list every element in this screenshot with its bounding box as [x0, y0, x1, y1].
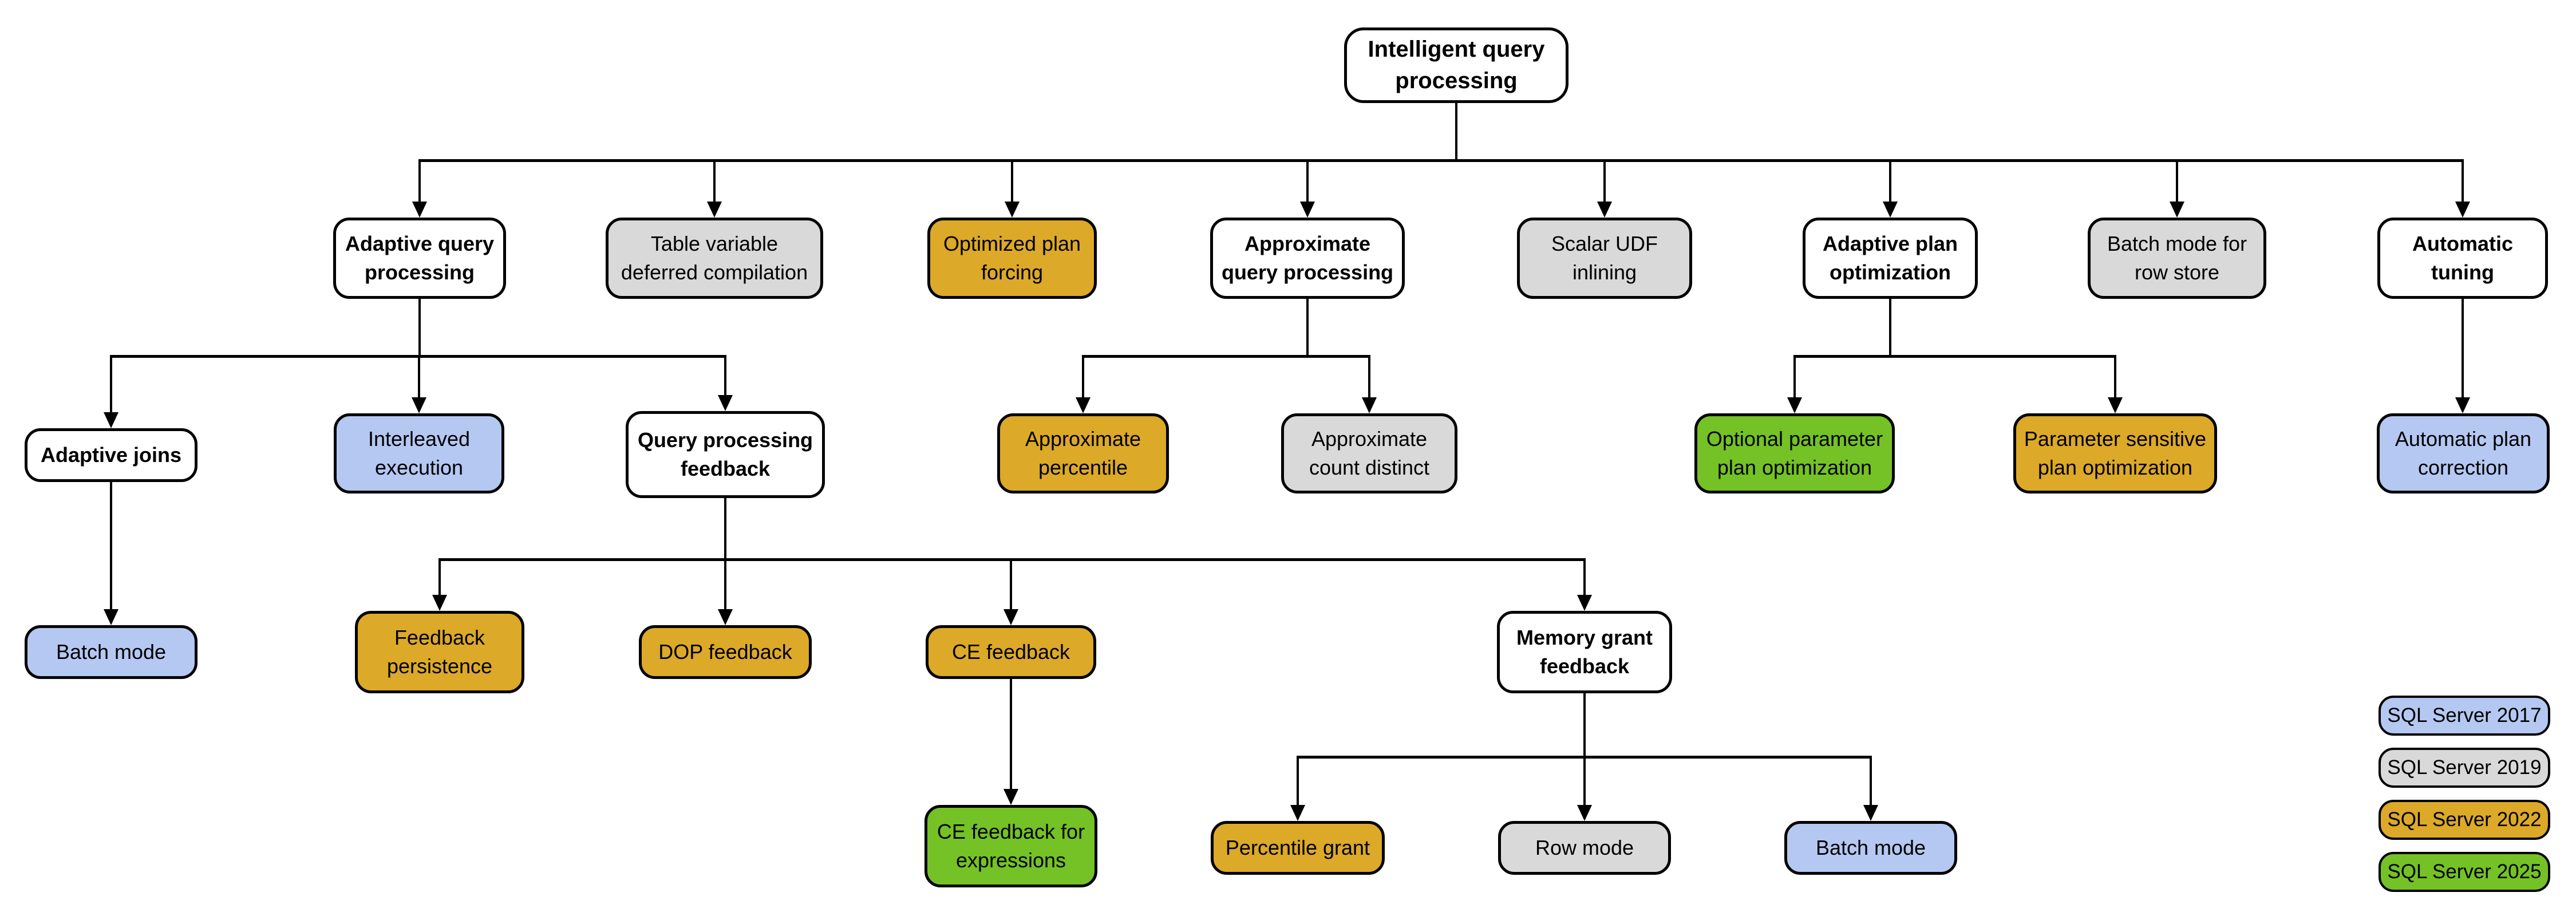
node-optimized-plan-forcing: Optimized plan forcing [927, 218, 1097, 299]
connector-riser [724, 498, 726, 558]
arrowhead-icon [1003, 609, 1018, 625]
node-batch-mode-adaptive-joins: Batch mode [25, 625, 197, 679]
connector-drop [2176, 159, 2178, 203]
connector-drop [2114, 355, 2116, 398]
node-percentile-grant: Percentile grant [1211, 821, 1385, 875]
connector-drop [713, 159, 716, 203]
arrowhead-icon [1787, 397, 1802, 413]
node-table-variable-deferred-compilation: Table variable deferred compilation [606, 218, 823, 299]
connector-drop [1368, 355, 1370, 398]
connector-drop [438, 558, 441, 596]
arrowhead-icon [2108, 397, 2123, 413]
connector-arrow-line [1010, 679, 1012, 790]
node-query-processing-feedback: Query processing feedback [626, 411, 825, 498]
arrowhead-icon [104, 609, 118, 625]
arrowhead-icon [1362, 397, 1377, 413]
connector-drop [418, 159, 421, 203]
arrowhead-icon [1863, 805, 1878, 821]
connector-drop [1793, 355, 1796, 398]
connector-drop [724, 558, 726, 610]
legend-item-sql-server-2019: SQL Server 2019 [2379, 748, 2550, 788]
arrowhead-icon [1577, 595, 1592, 611]
connector-drop [724, 355, 726, 396]
connector-drop [1297, 756, 1299, 806]
legend-item-sql-server-2022: SQL Server 2022 [2379, 800, 2550, 840]
connector-drop [1583, 558, 1586, 596]
node-automatic-plan-correction: Automatic plan correction [2377, 413, 2550, 493]
node-adaptive-joins: Adaptive joins [25, 428, 197, 482]
arrowhead-icon [2170, 202, 2184, 218]
arrowhead-icon [718, 395, 733, 411]
connector-drop [1870, 756, 1872, 806]
node-dop-feedback: DOP feedback [639, 625, 812, 679]
node-parameter-sensitive-plan-optimization: Parameter sensitive plan optimization [2013, 413, 2217, 493]
connector-drop [418, 355, 420, 398]
connector-drop [1889, 159, 1891, 203]
node-adaptive-query-processing: Adaptive query processing [333, 218, 506, 299]
arrowhead-icon [412, 397, 426, 413]
arrowhead-icon [707, 202, 722, 218]
legend-item-sql-server-2017: SQL Server 2017 [2379, 696, 2550, 736]
arrowhead-icon [1003, 789, 1018, 805]
node-ce-feedback: CE feedback [926, 625, 1096, 679]
connector-bus [1793, 355, 2116, 358]
node-approximate-percentile: Approximate percentile [997, 413, 1169, 493]
connector-arrow-line [2462, 299, 2464, 398]
node-scalar-udf-inlining: Scalar UDF inlining [1517, 218, 1692, 299]
connector-drop [110, 355, 112, 413]
connector-riser [1306, 299, 1309, 355]
node-feedback-persistence: Feedback persistence [355, 611, 524, 693]
arrowhead-icon [1300, 202, 1315, 218]
connector-drop [2462, 159, 2464, 203]
connector-riser [1583, 693, 1586, 756]
arrowhead-icon [718, 609, 733, 625]
arrowhead-icon [412, 202, 427, 218]
node-memory-grant-feedback: Memory grant feedback [1497, 611, 1672, 693]
node-approximate-count-distinct: Approximate count distinct [1281, 413, 1457, 493]
arrowhead-icon [1883, 202, 1898, 218]
node-adaptive-plan-optimization: Adaptive plan optimization [1803, 218, 1978, 299]
arrowhead-icon [2455, 202, 2470, 218]
node-approximate-query-processing: Approximate query processing [1210, 218, 1405, 299]
connector-bus [1082, 355, 1370, 358]
connector-riser [1889, 299, 1891, 355]
connector-bus [418, 159, 2464, 162]
arrowhead-icon [1076, 397, 1091, 413]
node-optional-parameter-plan-optimization: Optional parameter plan optimization [1694, 413, 1895, 493]
node-intelligent-query-processing: Intelligent query processing [1344, 27, 1568, 103]
connector-drop [1011, 159, 1013, 203]
connector-riser [1455, 103, 1457, 159]
connector-riser [418, 299, 421, 355]
connector-drop [1082, 355, 1084, 398]
arrowhead-icon [432, 595, 447, 611]
arrowhead-icon [1577, 805, 1592, 821]
connector-bus [438, 558, 1586, 561]
connector-drop [1603, 159, 1606, 203]
node-row-mode: Row mode [1498, 821, 1671, 875]
arrowhead-icon [2455, 397, 2470, 413]
legend-item-sql-server-2025: SQL Server 2025 [2379, 852, 2550, 892]
connector-drop [1010, 558, 1012, 610]
node-automatic-tuning: Automatic tuning [2377, 218, 2548, 299]
arrowhead-icon [1290, 805, 1305, 821]
connector-drop [1583, 756, 1586, 806]
node-batch-mode-for-row-store: Batch mode for row store [2088, 218, 2266, 299]
node-interleaved-execution: Interleaved execution [334, 413, 504, 493]
arrowhead-icon [1597, 202, 1612, 218]
node-batch-mode-memory-grant: Batch mode [1784, 821, 1957, 875]
arrowhead-icon [104, 412, 118, 428]
node-ce-feedback-for-expressions: CE feedback for expressions [924, 805, 1097, 887]
connector-drop [1306, 159, 1309, 203]
arrowhead-icon [1005, 202, 1020, 218]
connector-arrow-line [110, 482, 112, 610]
